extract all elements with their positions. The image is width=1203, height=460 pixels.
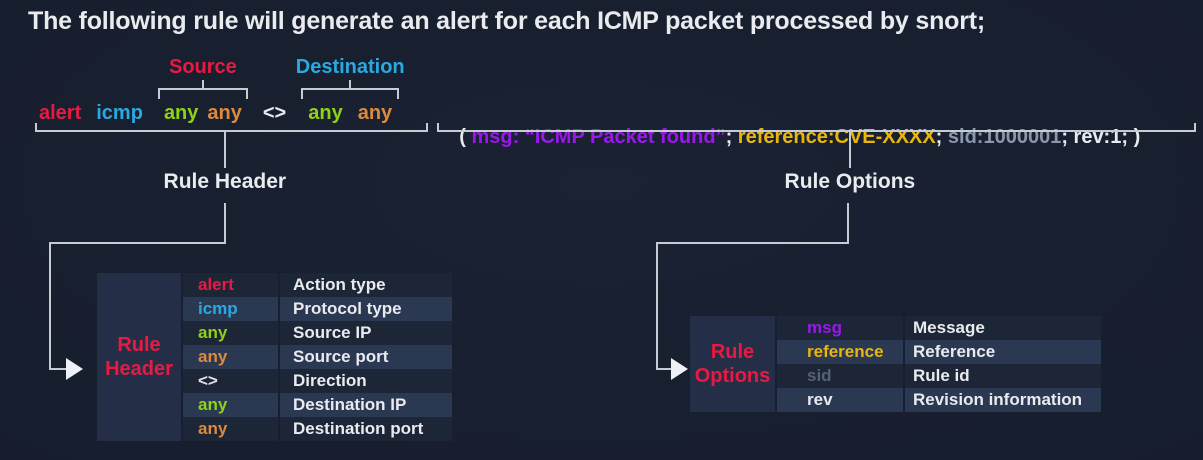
rule-header-segment: alert icmp Source any any <> Destination… [35, 56, 428, 193]
rule-value: icmp [183, 297, 278, 321]
connector-line [847, 203, 849, 242]
rule-header-label: Rule Header [163, 170, 287, 193]
rule-header-stem-line [223, 132, 226, 168]
rule-options-underbracket [437, 123, 1196, 132]
rule-value: alert [183, 273, 278, 297]
source-group: Source any any [157, 56, 248, 125]
table-row: any Source port [183, 345, 452, 369]
rule-value: any [183, 417, 278, 441]
table-row: any Destination port [183, 417, 452, 441]
connector-line [656, 242, 658, 370]
token-separator: ; [1061, 126, 1074, 148]
connector-line [49, 368, 67, 370]
token-direction: <> [262, 102, 287, 124]
rule-options-label: Rule Options [784, 170, 916, 193]
connector-line [224, 203, 226, 242]
token-separator: ; [935, 126, 948, 148]
rule-value-description: Source port [280, 345, 452, 369]
rule-options-table: Rule Options msg Message reference Refer… [690, 316, 1101, 412]
rule-value-description: Destination port [280, 417, 452, 441]
table-row: reference Reference [777, 340, 1101, 364]
destination-label: Destination [295, 56, 405, 78]
table-row: alert Action type [183, 273, 452, 297]
token-protocol: icmp [96, 102, 143, 124]
destination-group: Destination any any [296, 56, 405, 125]
destination-bracket [301, 88, 400, 99]
option-keyword: reference [777, 340, 903, 364]
source-stem-line [201, 80, 204, 89]
table-row: sid Rule id [777, 364, 1101, 388]
page-title: The following rule will generate an aler… [28, 7, 985, 35]
connector-line [656, 368, 672, 370]
option-keyword: msg [777, 316, 903, 340]
rule-value-description: Destination IP [280, 393, 452, 417]
token-paren-close: ) [1133, 126, 1141, 148]
option-description: Rule id [905, 364, 1101, 388]
token-destination-ip: any [308, 102, 343, 124]
table-row: rev Revision information [777, 388, 1101, 412]
rule-options-stem-line [848, 132, 851, 168]
rule-value-description: Direction [280, 369, 452, 393]
arrow-right-icon [66, 358, 83, 380]
source-label: Source [169, 56, 237, 78]
token-paren-open: ( [459, 126, 472, 148]
table-row: <> Direction [183, 369, 452, 393]
table-row: icmp Protocol type [183, 297, 452, 321]
token-separator: ; [725, 126, 738, 148]
rule-value-description: Action type [280, 273, 452, 297]
connector-line [656, 242, 849, 244]
token-source-ip: any [163, 102, 199, 124]
token-action: alert [39, 102, 82, 124]
option-keyword: rev [777, 388, 903, 412]
table-row: msg Message [777, 316, 1101, 340]
rule-options-segment: ( msg: “ICMP Packet found”; reference:CV… [437, 101, 1196, 193]
rule-value: any [183, 345, 278, 369]
destination-stem-line [349, 80, 352, 89]
token-destination-port: any [357, 102, 393, 124]
source-bracket [157, 88, 248, 99]
token-source-port: any [207, 102, 242, 124]
table-row: any Source IP [183, 321, 452, 345]
option-keyword: sid [777, 364, 903, 388]
rule-options-table-title: Rule Options [690, 316, 775, 412]
rule-value: any [183, 321, 278, 345]
rule-header-table-title: Rule Header [97, 273, 181, 441]
arrow-right-icon [671, 358, 688, 380]
rule-options-table-rows: msg Message reference Reference sid Rule… [777, 316, 1101, 412]
rule-header-underbracket [35, 123, 428, 132]
option-description: Message [905, 316, 1101, 340]
rule-header-table: Rule Header alert Action type icmp Proto… [97, 273, 452, 441]
option-description: Revision information [905, 388, 1101, 412]
option-description: Reference [905, 340, 1101, 364]
rule-value: any [183, 393, 278, 417]
rule-header-table-rows: alert Action type icmp Protocol type any… [183, 273, 452, 441]
rule-value: <> [183, 369, 278, 393]
connector-line [49, 242, 51, 370]
rule-value-description: Source IP [280, 321, 452, 345]
table-row: any Destination IP [183, 393, 452, 417]
connector-line [49, 242, 226, 244]
rule-value-description: Protocol type [280, 297, 452, 321]
